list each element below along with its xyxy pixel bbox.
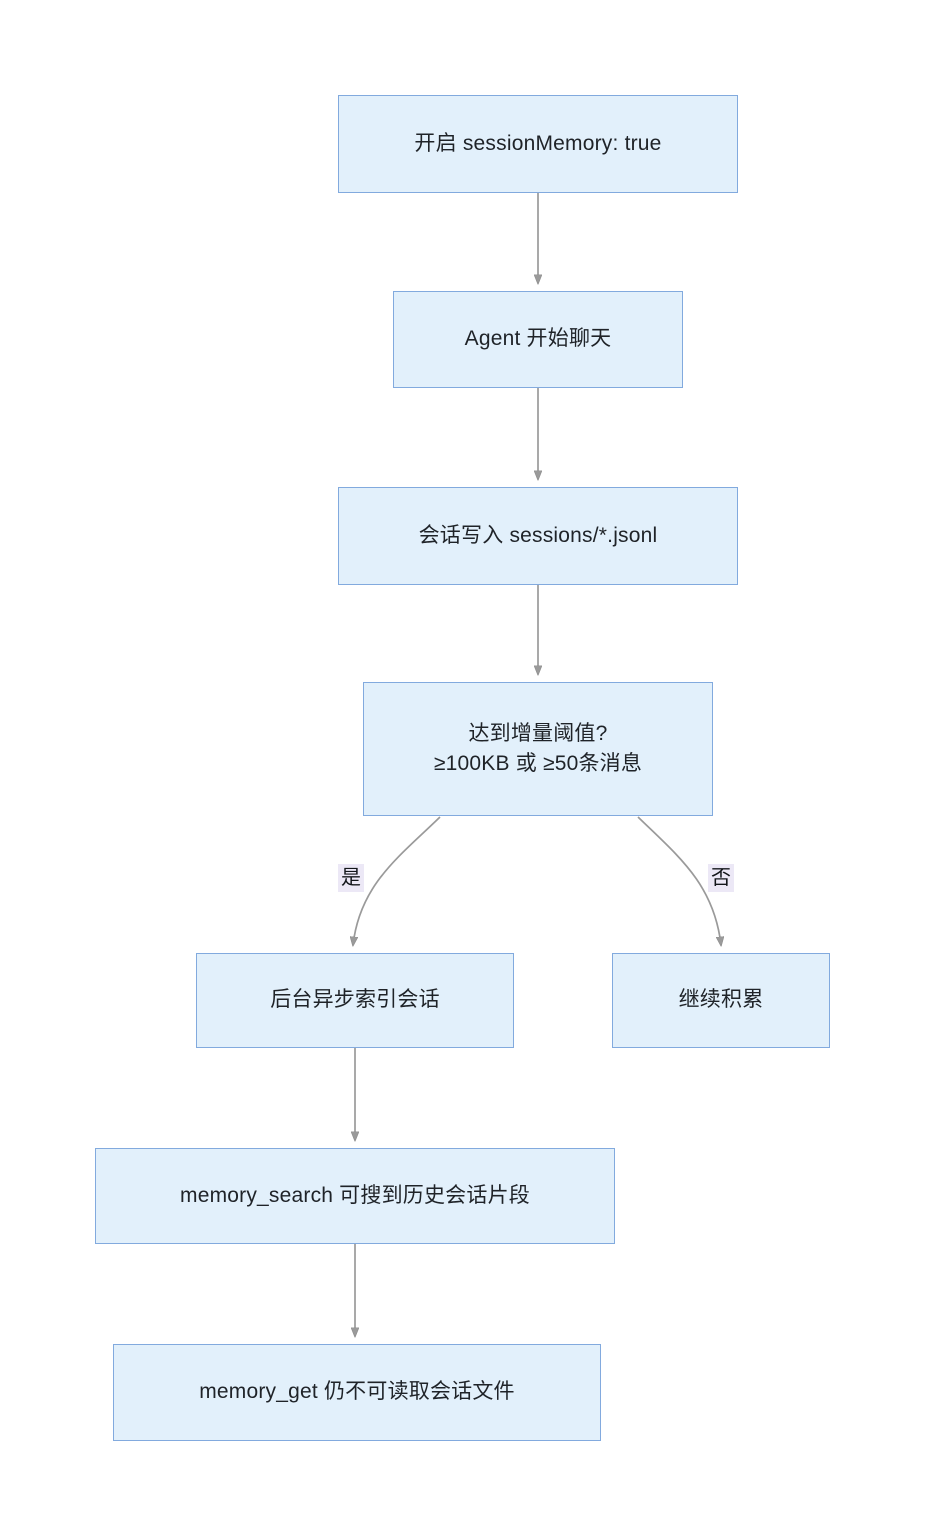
node-memory-search-label: memory_search 可搜到历史会话片段 [180, 1183, 530, 1207]
node-memory-get-label: memory_get 仍不可读取会话文件 [199, 1380, 515, 1404]
edge-label-yes: 是 [338, 864, 364, 892]
node-enable-session-memory[interactable]: 开启 sessionMemory: true [338, 95, 738, 193]
node-enable-session-memory-label: 开启 sessionMemory: true [414, 131, 662, 155]
node-threshold-decision-label: 达到增量阈值? ≥100KB 或 ≥50条消息 [433, 721, 643, 775]
node-agent-start-chat-label: Agent 开始聊天 [464, 327, 612, 351]
node-threshold-decision[interactable]: 达到增量阈值? ≥100KB 或 ≥50条消息 [363, 682, 713, 816]
node-background-index-label: 后台异步索引会话 [270, 988, 440, 1012]
node-memory-get[interactable]: memory_get 仍不可读取会话文件 [113, 1344, 601, 1441]
node-memory-search[interactable]: memory_search 可搜到历史会话片段 [95, 1148, 615, 1244]
node-background-index[interactable]: 后台异步索引会话 [196, 953, 514, 1048]
node-write-sessions-label: 会话写入 sessions/*.jsonl [418, 523, 658, 547]
node-keep-accumulating[interactable]: 继续积累 [612, 953, 830, 1048]
node-agent-start-chat[interactable]: Agent 开始聊天 [393, 291, 683, 388]
node-write-sessions[interactable]: 会话写入 sessions/*.jsonl [338, 487, 738, 585]
edge-label-no: 否 [708, 864, 734, 892]
node-keep-accumulating-label: 继续积累 [678, 988, 764, 1012]
edge-decision-to-background-index [353, 816, 441, 945]
